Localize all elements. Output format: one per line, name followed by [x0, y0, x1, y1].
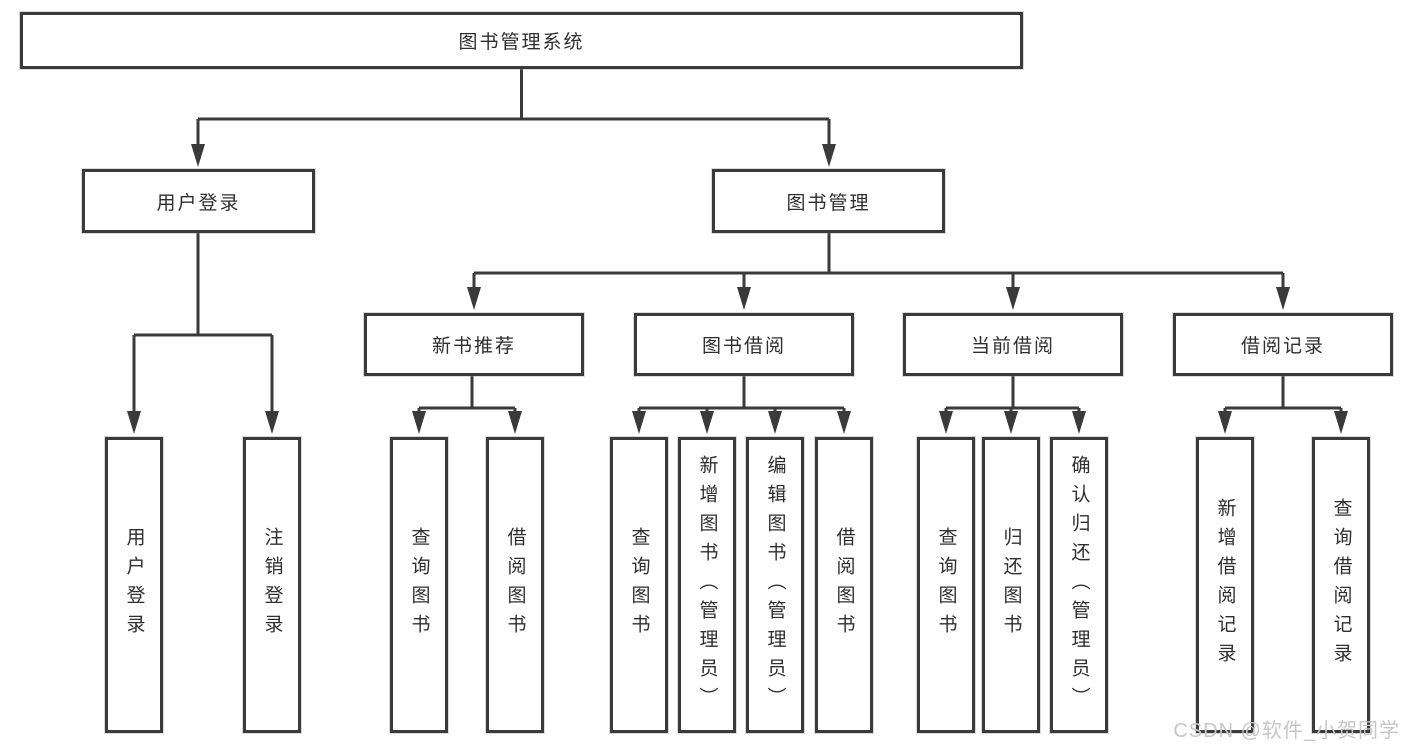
node-label: 新增图书（管理员） [696, 454, 718, 716]
node-label: 编辑图书（管理员） [764, 454, 786, 716]
node-label: 归还图书 [1000, 527, 1022, 643]
node-label: 确认归还（管理员） [1068, 454, 1090, 716]
node-book-management: 图书管理 [712, 169, 945, 233]
node-borrow-books-recommend: 借阅图书 [486, 437, 544, 733]
node-label: 图书管理系统 [458, 32, 585, 53]
node-book-borrowing: 图书借阅 [634, 313, 854, 376]
node-user-login: 用户登录 [82, 169, 315, 233]
node-label: 当前借阅 [970, 336, 1055, 357]
node-confirm-return-admin: 确认归还（管理员） [1050, 437, 1108, 733]
node-return-book: 归还图书 [982, 437, 1040, 733]
watermark: CSDN @软件_小贺同学 [1173, 720, 1400, 742]
node-label: 图书管理 [786, 192, 871, 214]
node-logout-action: 注销登录 [243, 437, 301, 733]
node-label: 借阅记录 [1240, 336, 1325, 357]
node-user-login-action: 用户登录 [105, 437, 163, 733]
node-label: 查询图书 [628, 527, 650, 643]
node-add-book-admin: 新增图书（管理员） [678, 437, 736, 733]
node-label: 新书推荐 [431, 336, 516, 357]
node-current-borrowing: 当前借阅 [903, 313, 1123, 376]
node-label: 用户登录 [156, 192, 241, 214]
node-label: 注销登录 [261, 527, 283, 643]
node-label: 查询图书 [408, 527, 430, 643]
node-label: 查询图书 [935, 527, 957, 643]
node-add-borrow-record: 新增借阅记录 [1196, 437, 1254, 733]
node-label: 图书借阅 [701, 336, 786, 357]
node-new-book-recommend: 新书推荐 [364, 313, 584, 376]
node-label: 新增借阅记录 [1214, 498, 1236, 672]
node-edit-book-admin: 编辑图书（管理员） [746, 437, 804, 733]
node-library-system: 图书管理系统 [20, 12, 1023, 69]
node-label: 查询借阅记录 [1330, 498, 1352, 672]
node-label: 借阅图书 [833, 527, 855, 643]
node-query-books-borrowing: 查询图书 [610, 437, 668, 733]
node-query-borrow-record: 查询借阅记录 [1312, 437, 1370, 733]
node-query-books-current: 查询图书 [917, 437, 975, 733]
node-borrow-books-borrowing: 借阅图书 [815, 437, 873, 733]
node-label: 借阅图书 [504, 527, 526, 643]
node-borrowing-records: 借阅记录 [1173, 313, 1393, 376]
node-label: 用户登录 [123, 527, 145, 643]
node-query-books-recommend: 查询图书 [390, 437, 448, 733]
